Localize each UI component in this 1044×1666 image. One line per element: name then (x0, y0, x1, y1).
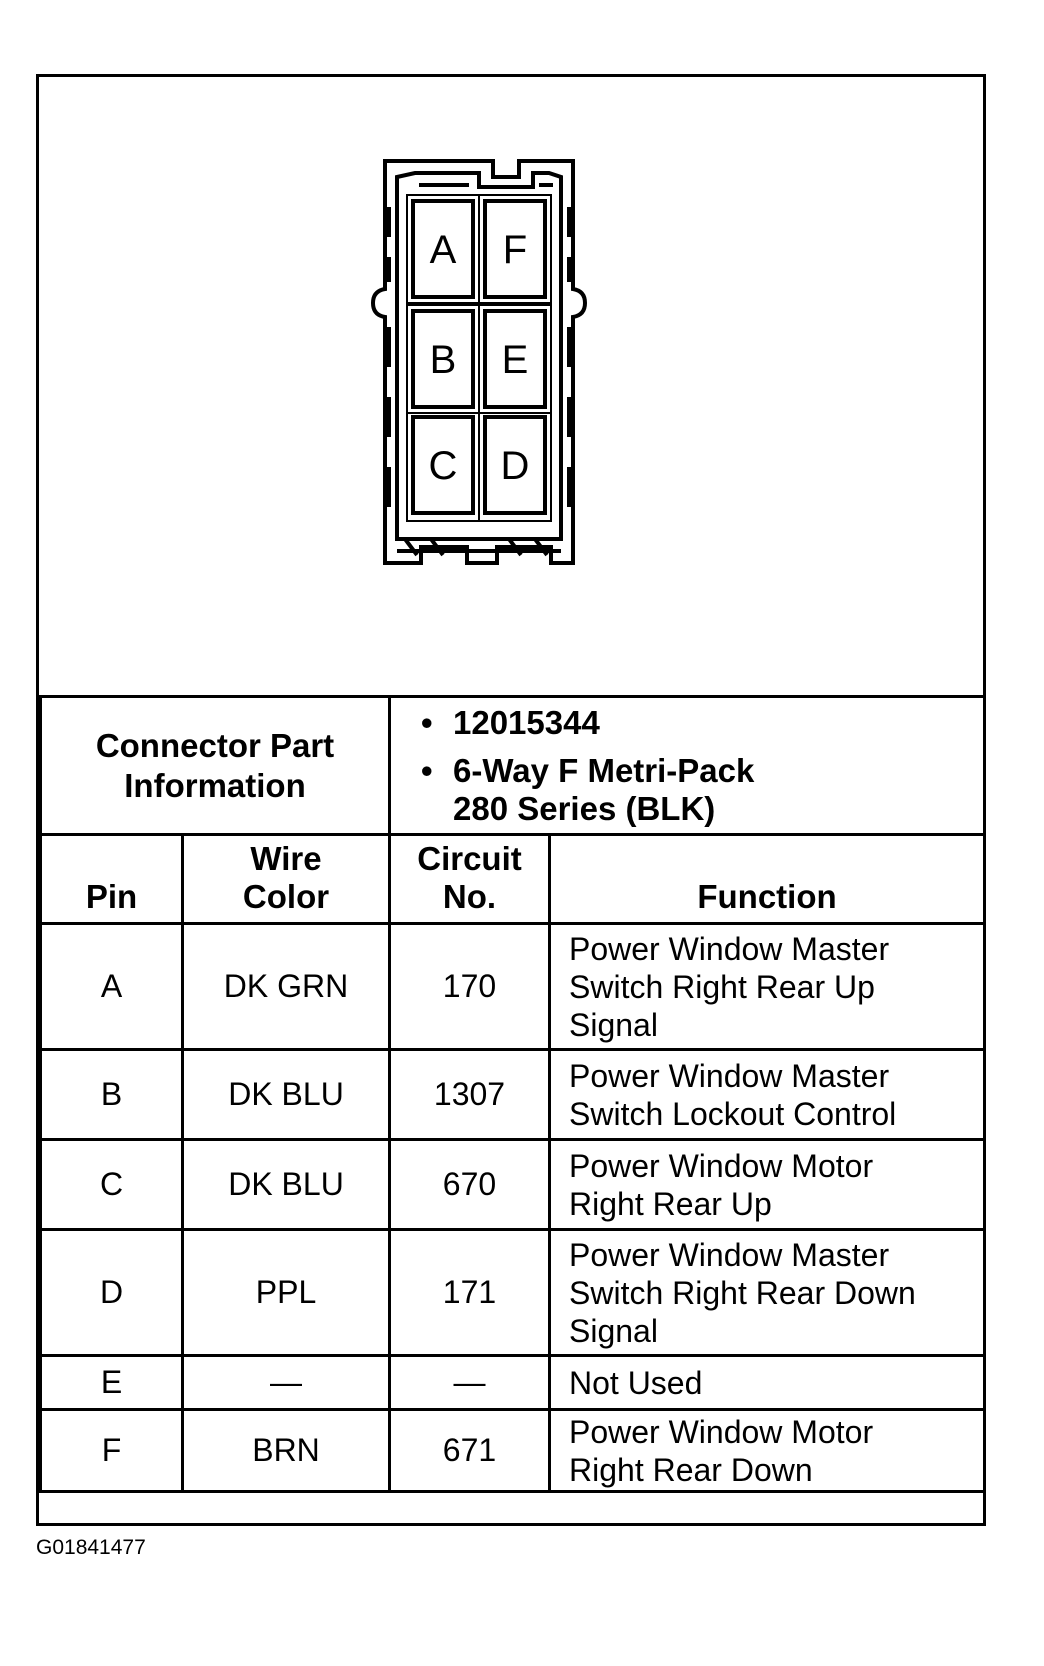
connector-inner-shell (395, 171, 563, 541)
header-function: Function (548, 833, 986, 925)
header-pin: Pin (39, 833, 184, 925)
circuit-cell: — (388, 1354, 551, 1411)
header-circuit-line2: No. (442, 878, 497, 915)
table-row: C DK BLU 670 Power Window Motor Right Re… (39, 1138, 986, 1231)
connector-info-values: 12015344 6-Way F Metri-Pack 280 Series (… (388, 695, 986, 836)
header-pin-label: Pin (85, 878, 138, 915)
pin-cell: D (39, 1228, 184, 1357)
function-line: Power Window Master (569, 930, 890, 967)
function-line: Not Used (569, 1364, 703, 1401)
function-cell: Power Window Master Switch Right Rear Up… (548, 922, 986, 1051)
circuit-cell: 1307 (388, 1048, 551, 1141)
header-wire-color: Wire Color (181, 833, 391, 925)
function-cell: Power Window Master Switch Right Rear Do… (548, 1228, 986, 1357)
pin-cell: A (39, 922, 184, 1051)
wire-color-cell: DK BLU (181, 1138, 391, 1231)
function-line: Switch Lockout Control (569, 1095, 897, 1132)
connector-diagram: A F B E C D (39, 77, 983, 695)
connector-info-label-line1: Connector Part (95, 726, 335, 764)
table-row: D PPL 171 Power Window Master Switch Rig… (39, 1228, 986, 1357)
function-line: Power Window Master (569, 1236, 890, 1273)
connector-description-line2: 280 Series (BLK) (453, 789, 716, 827)
pin-cell: C (39, 1138, 184, 1231)
pin-label-d: D (501, 444, 530, 488)
pin-label-e: E (502, 338, 529, 382)
function-cell: Power Window Master Switch Lockout Contr… (548, 1048, 986, 1141)
function-line: Right Rear Up (569, 1185, 772, 1222)
pin-cavity-e (483, 309, 547, 409)
connector-face-drawing: A F B E C D (370, 159, 588, 565)
pin-cell: B (39, 1048, 184, 1141)
circuit-cell: 170 (388, 922, 551, 1051)
connector-description-line1: 6-Way F Metri-Pack (421, 752, 983, 790)
function-line: Signal (569, 1312, 658, 1349)
pin-label-f: F (503, 228, 527, 272)
circuit-cell: 171 (388, 1228, 551, 1357)
table-row: E — — Not Used (39, 1354, 986, 1411)
connector-info-row: Connector Part Information 12015344 6-Wa… (39, 695, 986, 836)
circuit-cell: 671 (388, 1408, 551, 1493)
pin-cell: E (39, 1354, 184, 1411)
pin-cavity-b (411, 309, 475, 409)
part-number: 12015344 (421, 704, 983, 742)
function-line: Switch Right Rear Down (569, 1274, 916, 1311)
function-line: Power Window Master (569, 1057, 890, 1094)
pin-cavity-c (411, 415, 475, 515)
pin-cell: F (39, 1408, 184, 1493)
function-cell: Power Window Motor Right Rear Up (548, 1138, 986, 1231)
function-cell: Not Used (548, 1354, 986, 1411)
pin-label-b: B (430, 338, 457, 382)
function-line: Power Window Motor (569, 1413, 874, 1450)
circuit-cell: 670 (388, 1138, 551, 1231)
connector-info-label: Connector Part Information (39, 695, 391, 836)
function-line: Switch Right Rear Up (569, 968, 875, 1005)
table-row: B DK BLU 1307 Power Window Master Switch… (39, 1048, 986, 1141)
function-line: Right Rear Down (569, 1451, 813, 1488)
header-wire-color-line2: Color (242, 878, 330, 915)
function-line: Signal (569, 1006, 658, 1043)
pin-cavity-a (411, 199, 475, 299)
table-row: A DK GRN 170 Power Window Master Switch … (39, 922, 986, 1051)
function-line: Power Window Motor (569, 1147, 874, 1184)
pin-label-c: C (429, 444, 458, 488)
pinout-table: Connector Part Information 12015344 6-Wa… (39, 695, 986, 1493)
figure-id: G01841477 (36, 1536, 146, 1559)
wire-color-cell: — (181, 1354, 391, 1411)
pin-cavity-f (483, 199, 547, 299)
header-row: Pin Wire Color Circuit No. Function (39, 833, 986, 925)
connector-outer-shell (370, 159, 588, 565)
wire-color-cell: PPL (181, 1228, 391, 1357)
pin-cavity-d (483, 415, 547, 515)
header-function-label: Function (697, 878, 837, 915)
header-circuit-line1: Circuit (417, 840, 522, 877)
wire-color-cell: DK BLU (181, 1048, 391, 1141)
function-cell: Power Window Motor Right Rear Down (548, 1408, 986, 1493)
connector-frame: A F B E C D Connector Part Information 1… (36, 74, 986, 1526)
table-row: F BRN 671 Power Window Motor Right Rear … (39, 1408, 986, 1493)
wire-color-cell: BRN (181, 1408, 391, 1493)
header-circuit: Circuit No. (388, 833, 551, 925)
pin-label-a: A (430, 228, 457, 272)
header-wire-color-line1: Wire (250, 840, 322, 877)
connector-info-label-line2: Information (124, 766, 306, 804)
wire-color-cell: DK GRN (181, 922, 391, 1051)
